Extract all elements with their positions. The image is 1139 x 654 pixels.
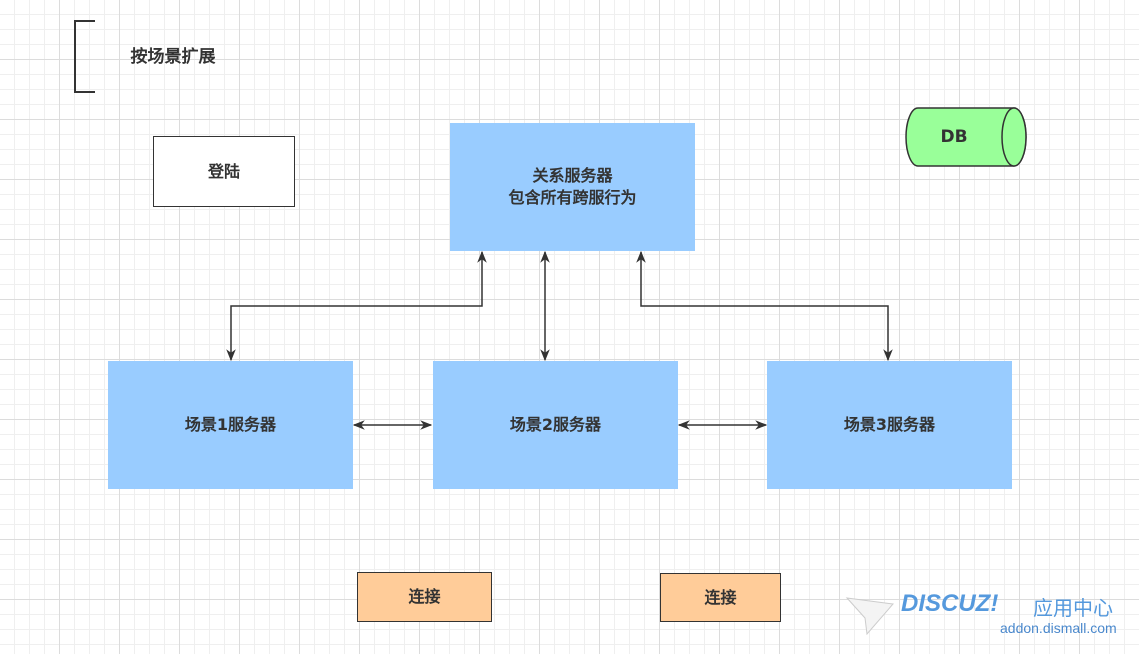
- discuz-watermark: DISCUZ! 应用中心 addon.dismall.com: [845, 590, 1135, 640]
- scene2-server-box: 场景2服务器: [433, 361, 678, 489]
- watermark-url: addon.dismall.com: [1000, 620, 1117, 636]
- relation-server-subtitle: 包含所有跨服行为: [508, 188, 637, 207]
- paper-plane-icon: [845, 597, 894, 635]
- db-cylinder: [905, 107, 1027, 167]
- login-box: 登陆: [153, 136, 295, 207]
- scene2-label: 场景2服务器: [509, 415, 602, 434]
- connection-box-2: 连接: [660, 573, 781, 622]
- bracket: [74, 20, 95, 93]
- arrow-scene3-relation: [636, 250, 893, 362]
- relation-server-box: 关系服务器 包含所有跨服行为: [450, 123, 695, 251]
- relation-server-title: 关系服务器: [532, 166, 613, 185]
- connection-box-1: 连接: [357, 572, 492, 622]
- arrow-scene1-relation: [226, 250, 487, 362]
- watermark-cn: 应用中心: [1033, 596, 1113, 620]
- connection-label-2: 连接: [704, 587, 737, 607]
- login-label: 登陆: [207, 161, 240, 181]
- diagram-title: 按场景扩展: [130, 47, 216, 67]
- db-label: DB: [940, 127, 968, 147]
- scene3-label: 场景3服务器: [843, 415, 936, 434]
- scene3-server-box: 场景3服务器: [767, 361, 1012, 489]
- scene1-label: 场景1服务器: [184, 415, 277, 434]
- scene1-server-box: 场景1服务器: [108, 361, 353, 489]
- watermark-brand: DISCUZ!: [901, 590, 999, 617]
- connection-label-1: 连接: [408, 587, 441, 606]
